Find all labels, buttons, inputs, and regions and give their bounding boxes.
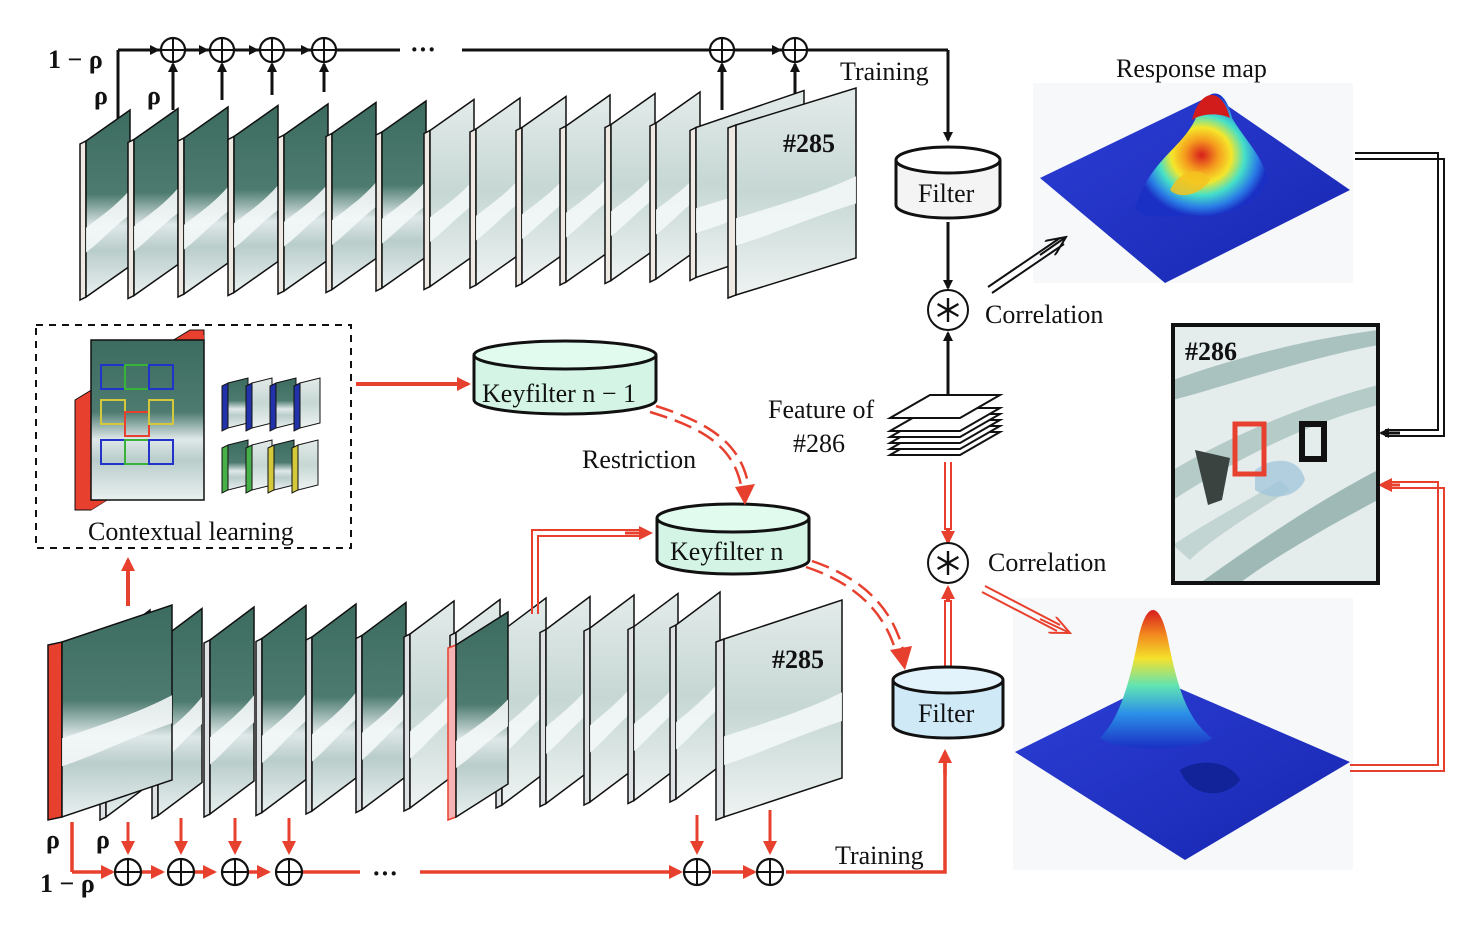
video-frame: [177, 105, 229, 299]
label-training-top: Training: [840, 57, 929, 86]
feature-to-correlation-bottom: [941, 462, 955, 545]
video-frame: [203, 605, 255, 819]
top-frame-id: #285: [783, 129, 835, 158]
video-frame: [355, 601, 407, 814]
video-frame: [715, 598, 843, 822]
baseline-training-pipeline: 1 − ρ ρ ρ ··· Training #285: [48, 35, 953, 302]
label-training-bottom: Training: [835, 841, 924, 870]
target-box-proposed: [1232, 421, 1267, 477]
video-frame: [403, 599, 455, 813]
label-contextual-learning: Contextual learning: [88, 517, 294, 546]
bottom-frame-id: #285: [772, 645, 824, 674]
target-box-baseline: [1299, 421, 1327, 462]
video-frame: [255, 604, 307, 817]
restriction-arrow: [649, 404, 751, 491]
video-frame: [227, 104, 279, 297]
label-rho-bottom-a: ρ: [46, 825, 60, 854]
keyfilter-to-filter-arrow: [805, 559, 905, 653]
response-to-target-arrow: [1355, 152, 1445, 438]
response-map-top: Response map: [1033, 54, 1353, 283]
label-response-map: Response map: [1116, 54, 1267, 83]
label-one-minus-rho-bottom: 1 − ρ: [40, 869, 95, 898]
feature-stack-286: [886, 394, 1004, 456]
video-frame: [47, 603, 173, 821]
video-frame: [277, 102, 329, 296]
keyfilter-prev: Keyfilter n − 1: [472, 339, 658, 416]
video-frame: [515, 95, 567, 288]
label-restriction: Restriction: [582, 445, 696, 474]
video-frame: [469, 96, 521, 290]
video-frame: [604, 92, 656, 285]
target-frame-286: #286: [1171, 323, 1380, 585]
keyframe-to-keyfilter-curr: [531, 526, 653, 614]
video-frame: [649, 90, 701, 284]
filter-to-correlation-bottom: [941, 585, 955, 670]
video-frame: [375, 99, 427, 293]
correlation-bottom-to-response-arrow: [981, 585, 1070, 633]
video-frame: [583, 593, 635, 807]
label-feature-of: Feature of: [768, 395, 874, 424]
correlation-operator-bottom: [927, 542, 969, 584]
correlation-operator-top: [927, 289, 969, 331]
video-frame: [669, 590, 721, 804]
label-dots-top: ···: [410, 35, 436, 64]
video-frame: [727, 86, 857, 300]
video-frame: [539, 595, 591, 808]
video-frame: [79, 108, 131, 302]
label-correlation-bottom: Correlation: [988, 548, 1106, 577]
filter-bottom: Filter: [891, 665, 1005, 740]
filter-bottom-label: Filter: [918, 699, 975, 728]
video-frame: [127, 107, 179, 300]
context-patch-stacks: [221, 377, 321, 494]
top-frame-stack: [79, 86, 857, 302]
label-one-minus-rho-top: 1 − ρ: [48, 45, 103, 74]
keyfilter-curr-label: Keyfilter n: [670, 537, 783, 566]
label-rho-bottom-b: ρ: [96, 825, 110, 854]
label-feature-frame: #286: [793, 429, 845, 458]
correlation-top-to-response-arrow: [987, 237, 1066, 294]
label-rho-top-a: ρ: [94, 81, 108, 110]
proposed-training-pipeline: #285: [40, 526, 952, 898]
filter-top: Filter: [894, 145, 1002, 220]
response-bottom-to-target-arrow: [1350, 478, 1445, 772]
label-correlation-top: Correlation: [985, 300, 1103, 329]
video-frame: [627, 592, 679, 805]
label-rho-top-b: ρ: [147, 81, 161, 110]
target-frame-id: #286: [1185, 337, 1237, 366]
label-dots-bottom: ···: [372, 859, 398, 888]
filter-top-label: Filter: [918, 179, 975, 208]
video-frame: [305, 602, 357, 816]
bottom-frame-stack: [47, 590, 843, 822]
response-map-bottom: [1013, 598, 1353, 870]
video-frame: [559, 93, 611, 287]
keyfilter-prev-label: Keyfilter n − 1: [482, 379, 636, 408]
video-frame: [423, 98, 475, 291]
contextual-learning-box: Contextual learning: [35, 324, 352, 549]
video-frame: [447, 610, 509, 822]
keyfilter-curr: Keyfilter n: [655, 502, 811, 576]
video-frame: [325, 101, 377, 294]
